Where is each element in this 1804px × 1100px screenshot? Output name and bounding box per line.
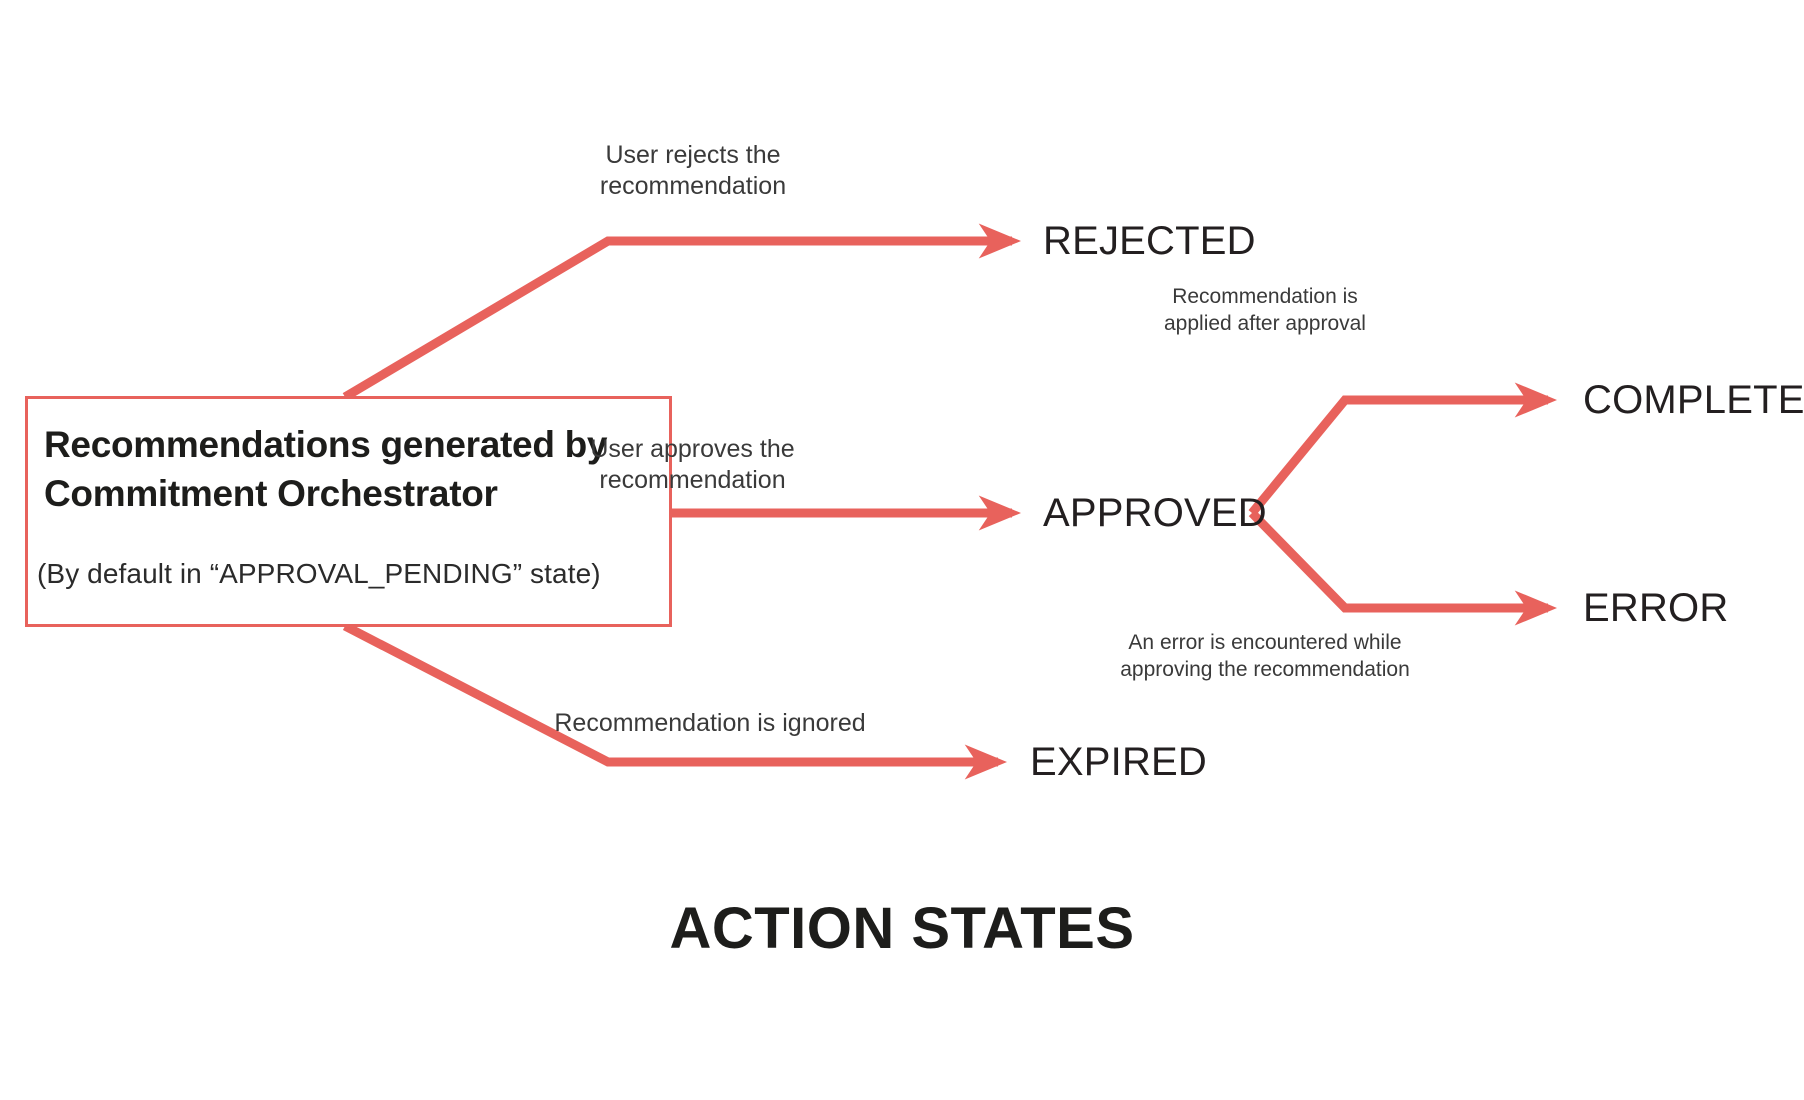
edge-caption-to-error: An error is encountered while approving … xyxy=(1120,631,1410,681)
source-node-box: Recommendations generated by Commitment … xyxy=(25,396,672,627)
edge-caption-to-rejected: User rejects the recommendation xyxy=(599,141,787,201)
edge-source-to-rejected xyxy=(342,223,1021,401)
state-label-completed: COMPLETED xyxy=(1583,378,1804,422)
state-label-approved: APPROVED xyxy=(1043,491,1267,535)
edge-caption-to-completed: Recommendation is applied after approval xyxy=(1164,285,1366,335)
state-label-rejected: REJECTED xyxy=(1043,219,1256,263)
edge-caption-to-approved: User approves the recommendation xyxy=(590,435,795,495)
diagram-title: ACTION STATES xyxy=(669,896,1135,961)
edge-approved-to-completed xyxy=(1248,382,1557,516)
source-node-subtitle: (By default in “APPROVAL_PENDING” state) xyxy=(37,558,601,589)
edge-approved-to-error xyxy=(1248,509,1557,626)
state-label-expired: EXPIRED xyxy=(1030,740,1208,784)
edge-source-to-expired xyxy=(342,622,1007,780)
state-label-error: ERROR xyxy=(1583,586,1729,630)
edge-caption-to-expired: Recommendation is ignored xyxy=(554,709,866,737)
source-node-title: Recommendations generated by Commitment … xyxy=(44,424,608,514)
